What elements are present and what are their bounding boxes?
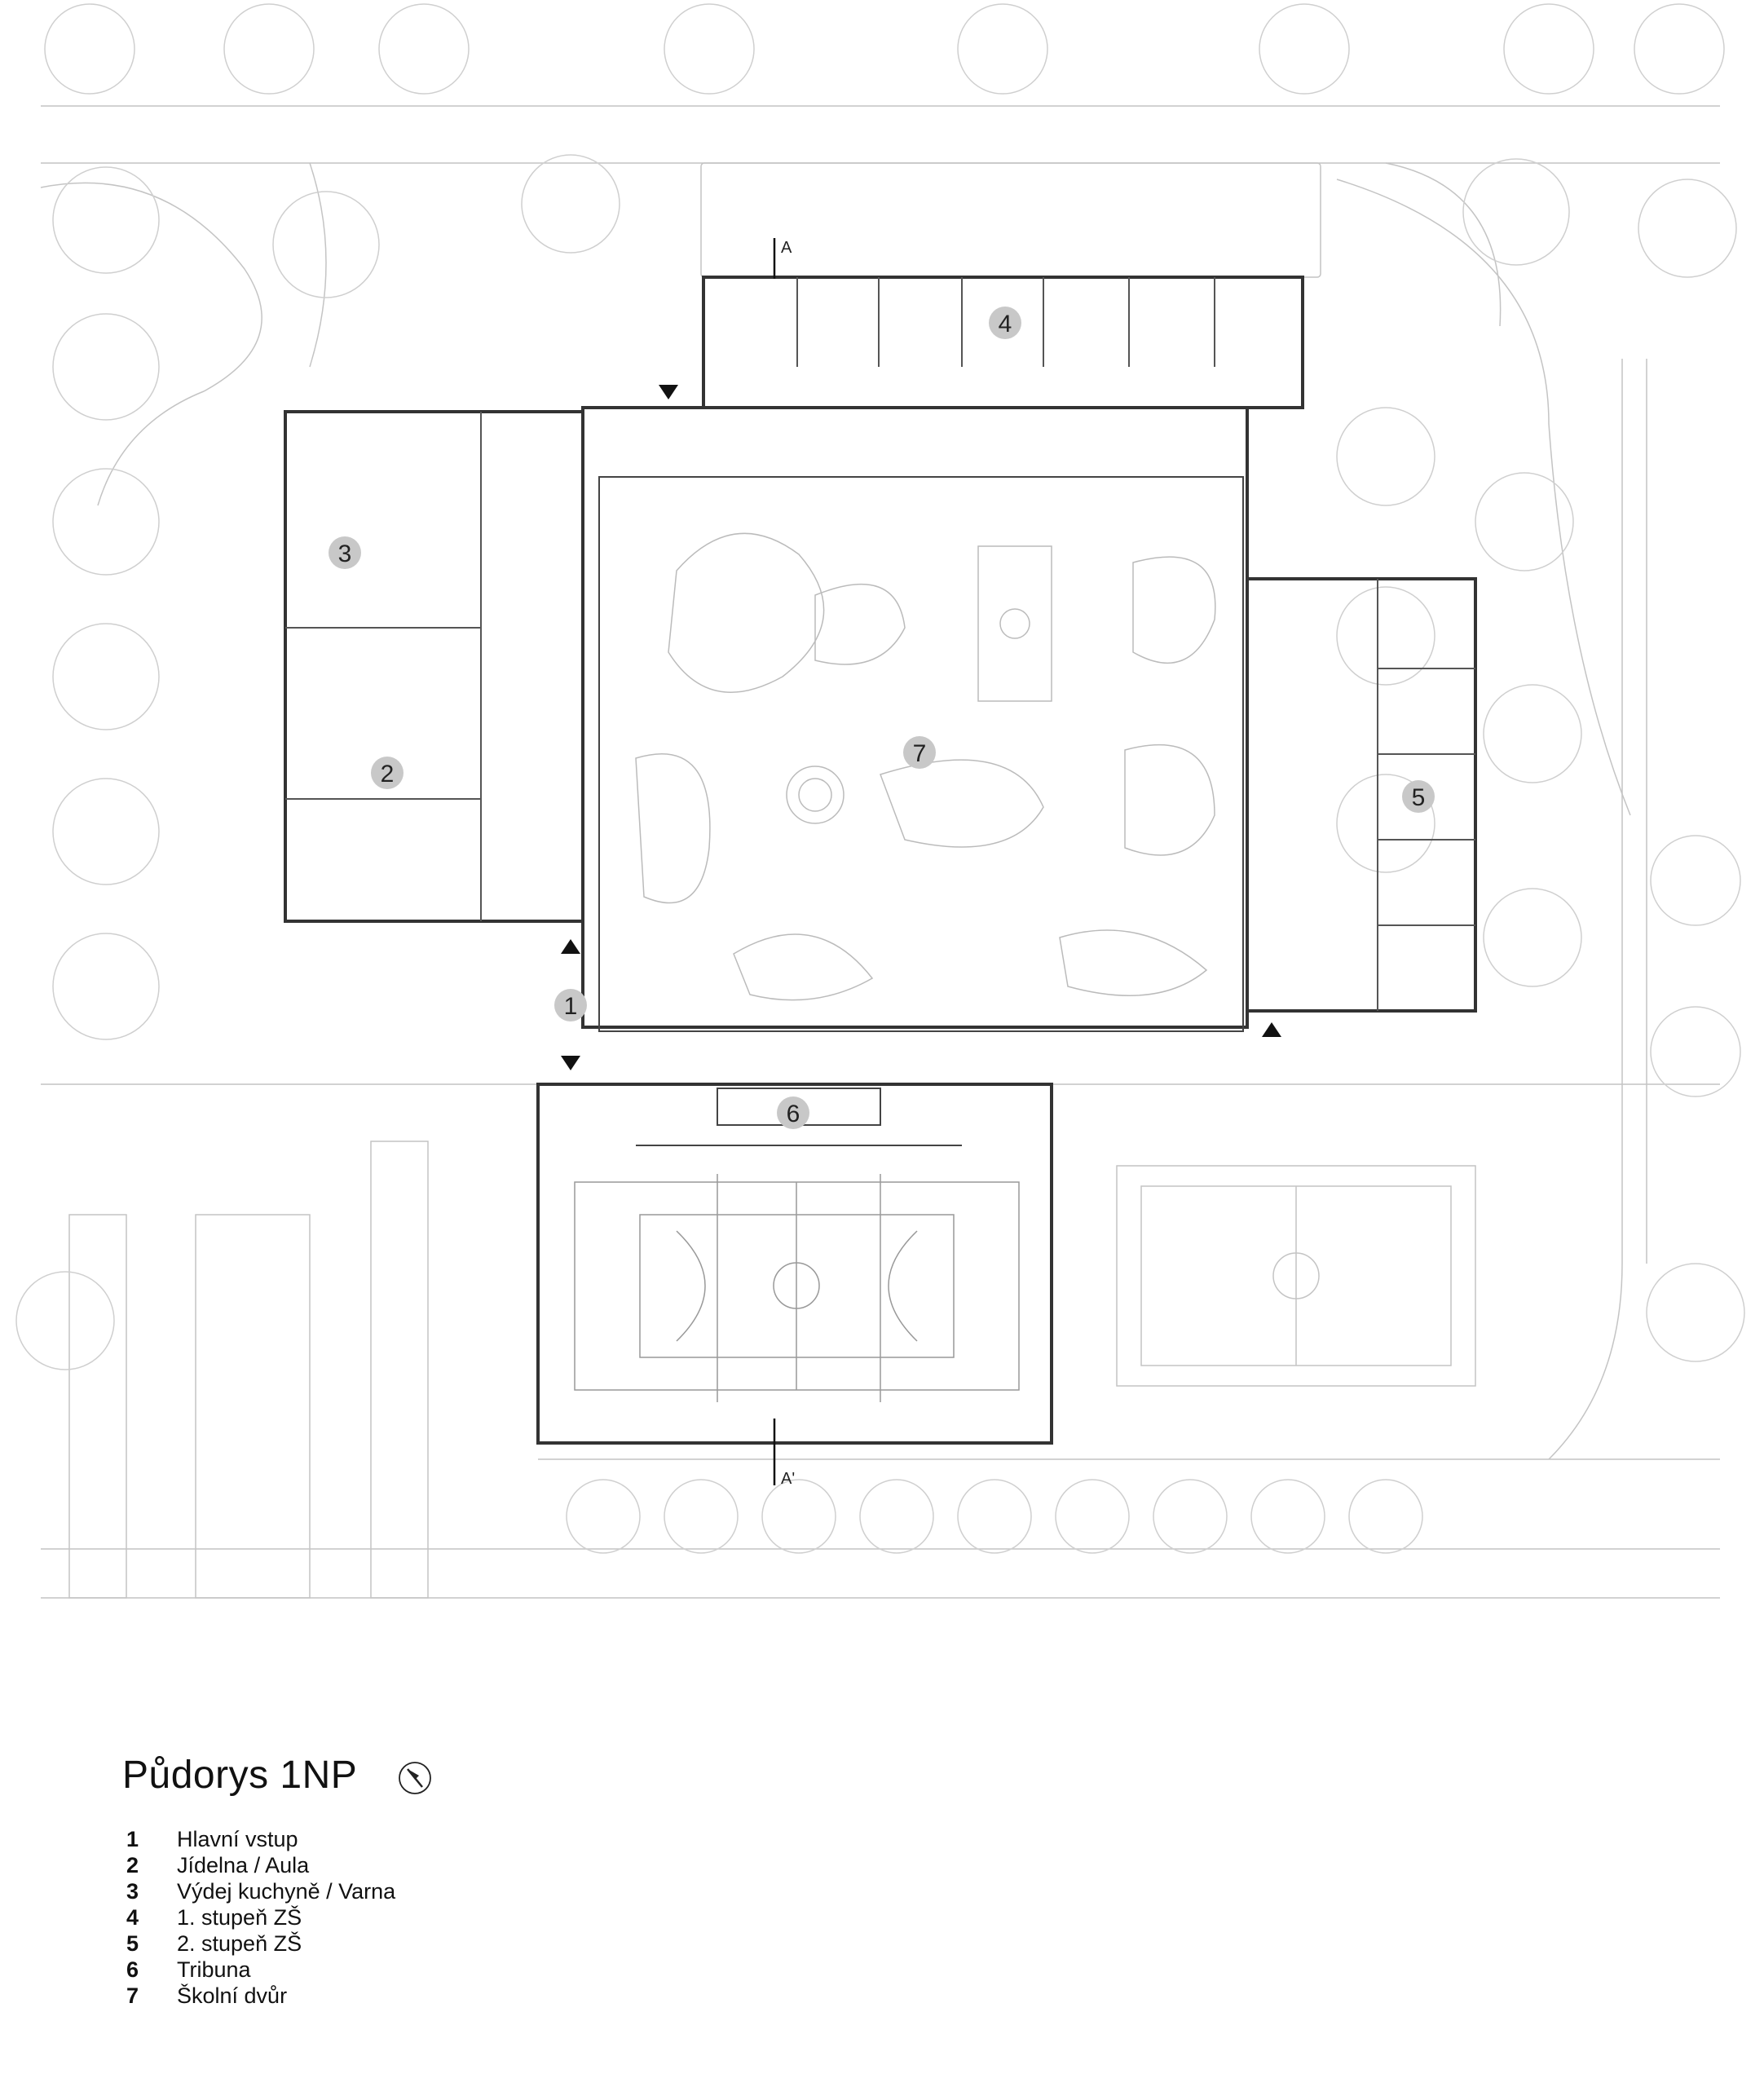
legend: 1 Hlavní vstup 2 Jídelna / Aula 3 Výdej kuc… <box>126 1826 395 2009</box>
room-tag-2: 2 <box>371 757 404 789</box>
plan-title: Půdorys 1NP <box>122 1754 358 1797</box>
legend-text: Školní dvůr <box>177 1983 288 2008</box>
legend-number: 5 <box>126 1930 139 1956</box>
north-arrow-icon <box>399 1762 431 1794</box>
building-walls <box>284 276 1477 1445</box>
legend-text: Hlavní vstup <box>177 1826 298 1851</box>
legend-item: 5 2. stupeň ZŠ <box>126 1930 395 1957</box>
sports-court <box>574 1174 1020 1402</box>
legend-item: 7 Školní dvůr <box>126 1983 395 2009</box>
svg-text:6: 6 <box>787 1101 800 1127</box>
classroom-partitions <box>285 277 1475 1011</box>
entrance-triangle-icon <box>1262 1022 1281 1037</box>
svg-text:4: 4 <box>999 311 1012 338</box>
room-tag-3: 3 <box>329 536 361 569</box>
section-label-top: A <box>781 239 792 257</box>
room-tag-5: 5 <box>1402 780 1435 813</box>
section-label-bottom: A' <box>781 1470 795 1488</box>
svg-text:7: 7 <box>913 740 927 767</box>
entrance-triangle-icon <box>561 1056 580 1070</box>
legend-number: 6 <box>126 1957 139 1982</box>
svg-text:2: 2 <box>381 761 395 788</box>
legend-number: 3 <box>126 1878 139 1904</box>
legend-number: 2 <box>126 1852 139 1877</box>
legend-number: 1 <box>126 1826 139 1851</box>
entrance-markers <box>561 385 1281 1070</box>
legend-item: 4 1. stupeň ZŠ <box>126 1904 395 1930</box>
entrance-triangle-icon <box>561 939 580 954</box>
legend-text: Výdej kuchyně / Varna <box>177 1878 396 1904</box>
legend-text: Jídelna / Aula <box>177 1852 310 1877</box>
trees <box>15 3 1745 1554</box>
legend-item: 1 Hlavní vstup <box>126 1826 395 1852</box>
site-context <box>40 105 1720 1599</box>
section-cut-top: A <box>773 238 792 279</box>
svg-text:1: 1 <box>564 993 578 1020</box>
floor-plan: A A' 1 2 3 4 5 6 7 <box>15 3 1745 1599</box>
courtyard <box>598 476 1244 1032</box>
legend-text: Tribuna <box>177 1957 251 1982</box>
legend-text: 2. stupeň ZŠ <box>177 1930 302 1956</box>
svg-text:3: 3 <box>338 541 352 567</box>
room-tag-7: 7 <box>903 736 936 769</box>
legend-number: 7 <box>126 1983 139 2008</box>
legend-item: 6 Tribuna <box>126 1957 395 1983</box>
svg-text:5: 5 <box>1412 784 1426 811</box>
legend-number: 4 <box>126 1904 139 1930</box>
room-tag-1: 1 <box>554 989 587 1021</box>
legend-item: 3 Výdej kuchyně / Varna <box>126 1878 395 1904</box>
entrance-triangle-icon <box>659 385 678 399</box>
room-tag-4: 4 <box>989 307 1021 339</box>
section-cut-bottom: A' <box>773 1419 795 1488</box>
room-tag-6: 6 <box>777 1096 809 1129</box>
legend-item: 2 Jídelna / Aula <box>126 1852 395 1878</box>
legend-text: 1. stupeň ZŠ <box>177 1904 302 1930</box>
